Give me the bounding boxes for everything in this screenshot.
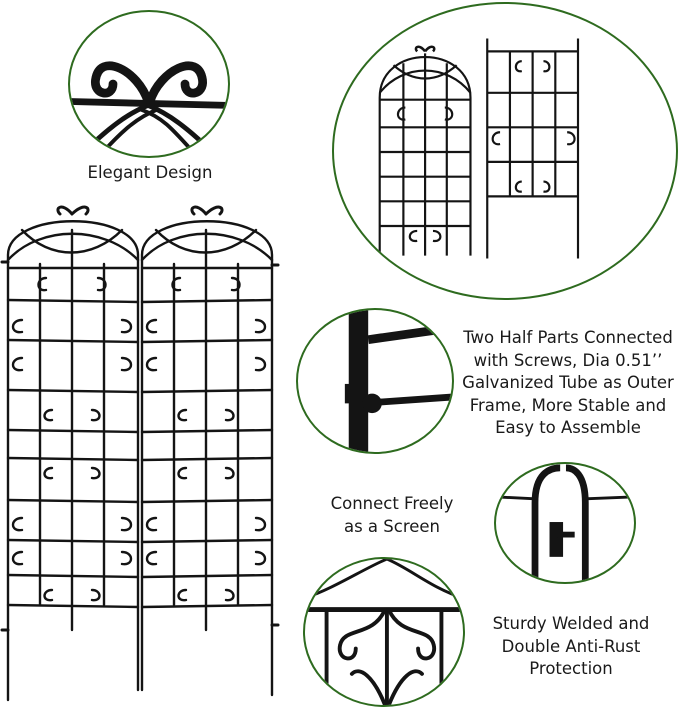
hinge-detail-circle (494, 462, 636, 584)
screw-connection-image (344, 310, 452, 452)
scroll-detail-circle (68, 10, 230, 158)
elegant-design-text: Elegant Design (87, 163, 213, 182)
scroll-detail-image (70, 61, 228, 156)
screw-connection-circle (296, 308, 454, 454)
screen-line-2: as a Screen (343, 516, 441, 536)
screen-caption: Connect Freely as a Screen (322, 493, 462, 538)
connection-line-3: Galvanized Tube as Outer (462, 373, 674, 392)
connection-line-5: Easy to Assemble (495, 418, 641, 437)
connection-caption: Two Half Parts Connected with Screws, Di… (460, 327, 676, 440)
hinge-detail-image (496, 464, 634, 582)
elegant-design-caption: Elegant Design (70, 162, 230, 185)
main-trellis-image (0, 205, 280, 702)
connection-line-4: Frame, More Stable and (469, 395, 667, 415)
welded-line-1: Sturdy Welded and (492, 614, 650, 633)
screen-line-1: Connect Freely (330, 494, 454, 513)
welded-line-2: Double Anti-Rust (501, 636, 641, 656)
two-panels-detail-circle (332, 2, 678, 300)
weld-detail-image (305, 559, 463, 705)
welded-caption: Sturdy Welded and Double Anti-Rust Prote… (476, 613, 666, 681)
connection-line-1: Two Half Parts Connected (463, 328, 673, 347)
two-panels-image (378, 38, 580, 259)
weld-detail-circle (303, 557, 465, 707)
connection-line-2: with Screws, Dia 0.51’’ (473, 350, 663, 370)
welded-line-3: Protection (529, 659, 613, 678)
